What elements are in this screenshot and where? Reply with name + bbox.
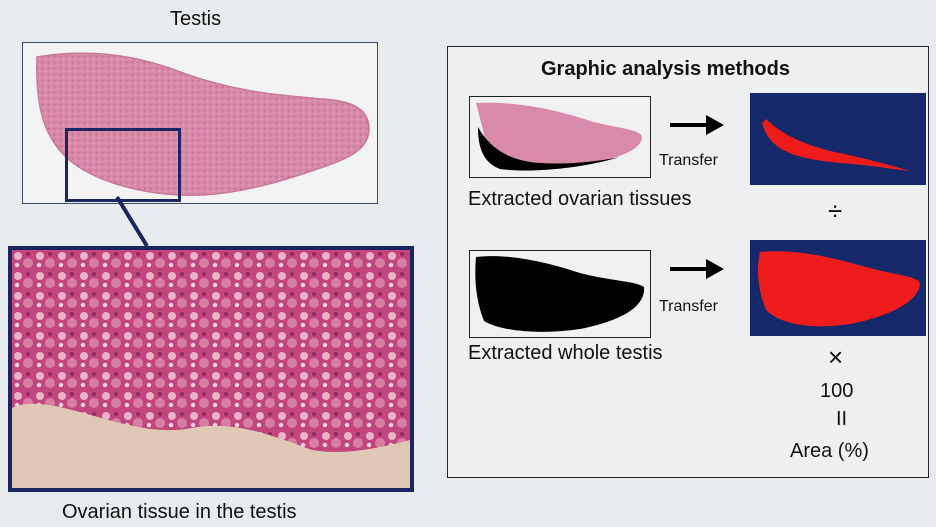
- zoomed-tissue-image: [8, 246, 414, 492]
- ovarian-tissue-caption: Extracted ovarian tissues: [468, 188, 691, 211]
- multiply-symbol: ×: [828, 342, 843, 373]
- zoom-caption: Ovarian tissue in the testis: [62, 501, 297, 524]
- testis-title: Testis: [170, 8, 221, 31]
- equals-symbol: II: [836, 408, 847, 431]
- analysis-title: Graphic analysis methods: [541, 58, 790, 81]
- ovarian-mask-panel: [750, 93, 926, 185]
- right-arrow-icon: [670, 112, 726, 138]
- right-arrow-icon: [670, 256, 726, 282]
- multiplier-value: 100: [820, 380, 853, 403]
- whole-testis-caption: Extracted whole testis: [468, 342, 663, 365]
- ovarian-tissue-micrograph: [12, 250, 410, 488]
- divide-symbol: ÷: [828, 196, 842, 227]
- transfer-label-2: Transfer: [659, 298, 718, 316]
- transfer-label-1: Transfer: [659, 152, 718, 170]
- area-result-label: Area (%): [790, 440, 869, 463]
- ovarian-extraction-thumbnail: [469, 96, 651, 178]
- testis-image-frame: [22, 42, 378, 204]
- testis-extraction-thumbnail: [469, 250, 651, 338]
- testis-mask-panel: [750, 240, 926, 336]
- zoom-region-box: [65, 128, 181, 202]
